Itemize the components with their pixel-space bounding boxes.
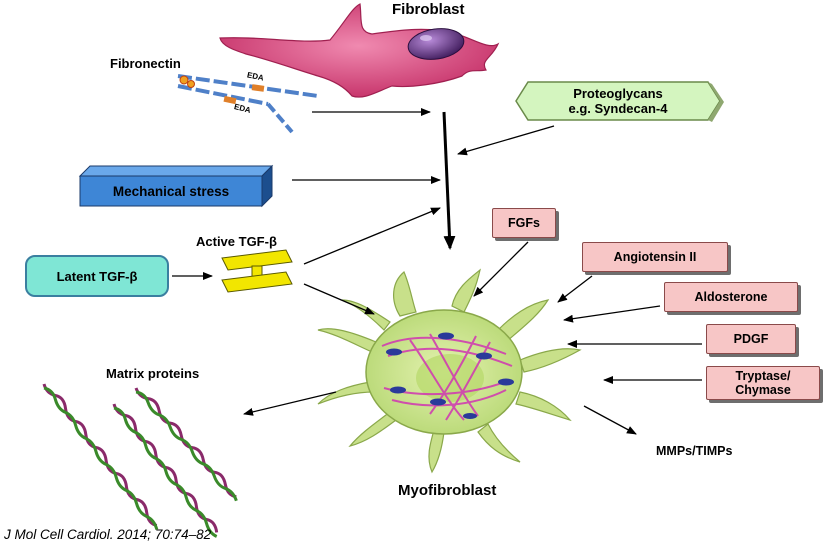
tryptase-line2: Chymase: [735, 383, 791, 397]
arrow-aldosterone: [563, 305, 661, 323]
arrow-mmps: [583, 405, 637, 435]
active-tgf-label: Active TGF-β: [196, 234, 277, 249]
proteoglycans-line1: Proteoglycans: [573, 86, 663, 101]
angiotensin-box: Angiotensin II: [582, 242, 728, 272]
arrow-active-tgf-up: [303, 207, 441, 265]
arrow-matrix-proteins: [243, 391, 337, 416]
arrow-proteoglycans: [457, 125, 555, 156]
arrow-fgfs: [473, 241, 529, 297]
fgfs-box: FGFs: [492, 208, 556, 238]
latent-tgf-box-shape: [25, 255, 169, 297]
proteoglycans-line2: e.g. Syndecan-4: [568, 101, 668, 116]
latent-tgf-box: Latent TGF-β: [56, 268, 138, 284]
myofibroblast-cell: [317, 268, 582, 474]
fibroblast-label: Fibroblast: [392, 1, 465, 18]
citation: J Mol Cell Cardiol. 2014; 70:74–82: [4, 527, 212, 542]
tryptase-line1: Tryptase/: [735, 369, 791, 383]
aldosterone-box: Aldosterone: [664, 282, 798, 312]
arrow-angiotensin: [557, 275, 593, 303]
tryptase-box: Tryptase/ Chymase: [706, 366, 820, 400]
arrow-active-tgf-to-cell: [303, 283, 375, 315]
arrows: [172, 108, 702, 435]
proteoglycans-box: Proteoglycans e.g. Syndecan-4: [528, 82, 708, 120]
matrix-protein-fibers: [42, 383, 238, 538]
arrow-fibroblast-to-myofibroblast: [442, 111, 456, 250]
pdgf-box: PDGF: [706, 324, 796, 354]
mechanical-stress-box-shape: [78, 164, 274, 208]
fibronectin-label: Fibronectin: [110, 56, 181, 71]
fibroblast-cell: [219, 3, 500, 98]
mechanical-stress-box: Mechanical stress: [112, 183, 230, 199]
active-tgf-dimer: [221, 249, 293, 293]
matrix-proteins-label: Matrix proteins: [106, 366, 200, 381]
mmps-timps-label: MMPs/TIMPs: [656, 444, 733, 458]
myofibroblast-label: Myofibroblast: [398, 482, 497, 499]
fibronectin-molecule: [177, 74, 319, 134]
